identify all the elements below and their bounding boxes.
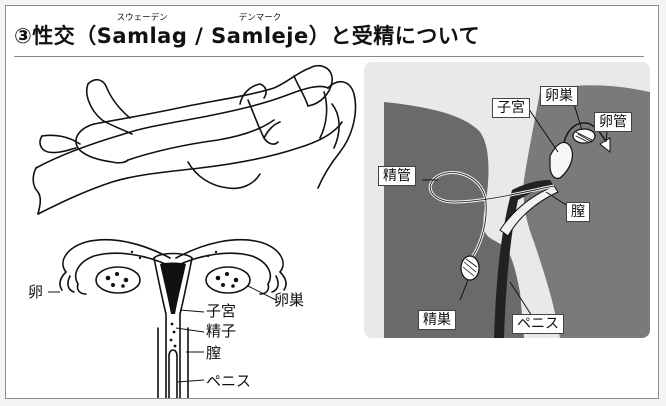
left-ovary: [96, 267, 140, 293]
title-word-swedish-text: Samlag: [97, 24, 188, 48]
label-fallopian-side: 卵管: [594, 112, 632, 132]
title-ruby-swedish: スウェーデン: [97, 11, 188, 23]
label-egg: 卵: [28, 285, 43, 300]
title-rest: ）と受精について: [309, 24, 480, 48]
label-penis-front: ペニス: [206, 374, 251, 389]
uterus-diagram: [20, 228, 340, 398]
title-divider: [14, 56, 644, 57]
title-ruby-danish: デンマーク: [211, 11, 309, 23]
label-ovary-side: 卵巣: [540, 86, 578, 106]
title-word-danish-text: Samleje: [211, 24, 309, 48]
label-vagina-side: 膣: [566, 202, 590, 222]
label-testis-side: 精巣: [418, 310, 456, 330]
couple-illustration: [28, 64, 358, 216]
label-penis-side: ペニス: [512, 314, 564, 334]
label-vas-deferens-side: 精管: [378, 166, 416, 186]
title-number: ③: [14, 24, 32, 48]
label-ovary-front: 卵巣: [274, 293, 304, 308]
label-uterus-front: 子宮: [206, 304, 236, 319]
title-separator: /: [187, 24, 211, 48]
label-uterus-side: 子宮: [492, 98, 530, 118]
title-main: 性交（: [32, 24, 97, 48]
right-ovary: [206, 267, 250, 293]
label-sperm-front: 精子: [206, 324, 236, 339]
label-vagina-front: 膣: [206, 346, 221, 361]
